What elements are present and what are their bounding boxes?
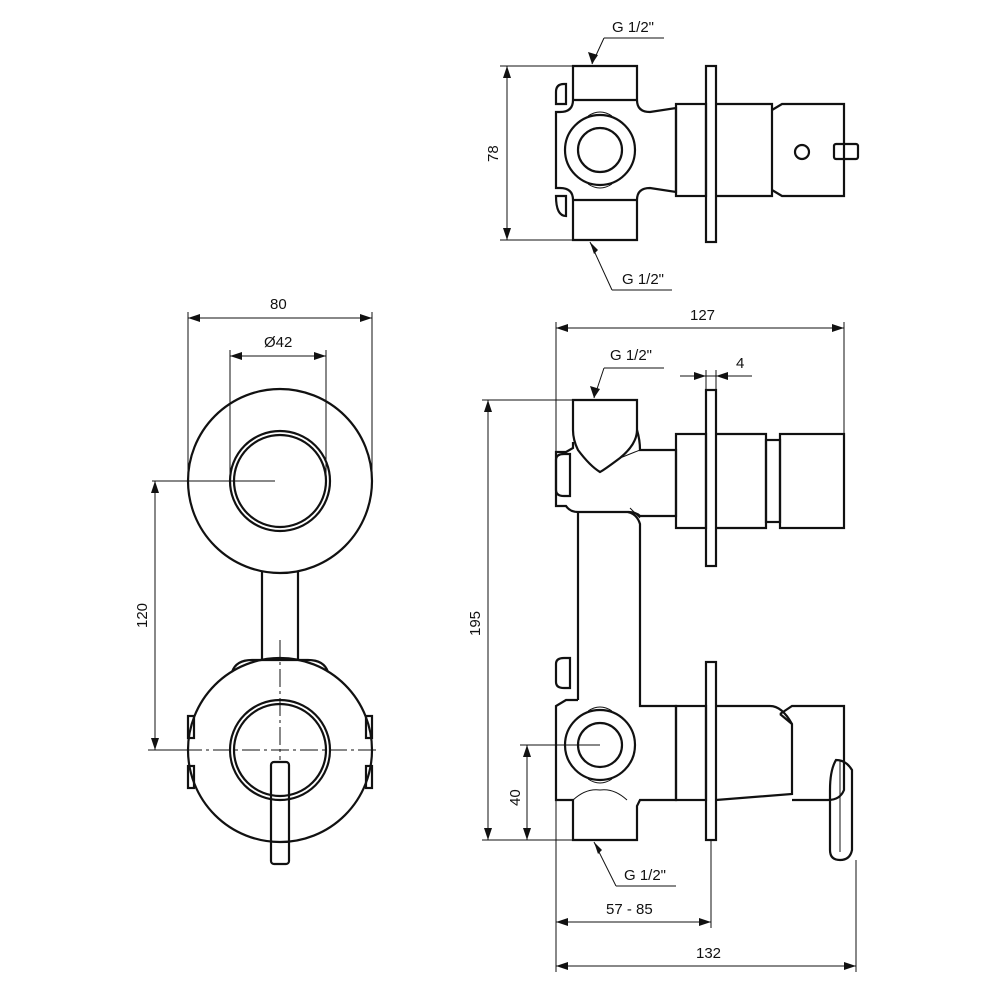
top-thread-lower-label: G 1/2" [622, 271, 664, 288]
side-total-label: 132 [696, 945, 721, 962]
side-range-label: 57 - 85 [606, 901, 653, 918]
top-view: G 1/2" G 1/2" 78 [485, 19, 860, 291]
front-spacing-label: 120 [134, 603, 151, 628]
side-width-label: 127 [690, 307, 715, 324]
side-offset-label: 40 [507, 789, 524, 806]
side-height-label: 195 [467, 611, 484, 636]
side-thread-upper-label: G 1/2" [610, 347, 652, 364]
front-width-label: 80 [270, 296, 287, 313]
side-view: 127 G 1/2" 4 195 40 G 1/2" [467, 307, 857, 972]
side-thread-lower-label: G 1/2" [624, 867, 666, 884]
front-view: 80 Ø42 120 [134, 296, 376, 866]
front-diameter-label: Ø42 [264, 334, 292, 351]
side-plate-label: 4 [736, 355, 744, 372]
top-thread-upper-label: G 1/2" [612, 19, 654, 36]
top-depth-label: 78 [485, 145, 502, 162]
